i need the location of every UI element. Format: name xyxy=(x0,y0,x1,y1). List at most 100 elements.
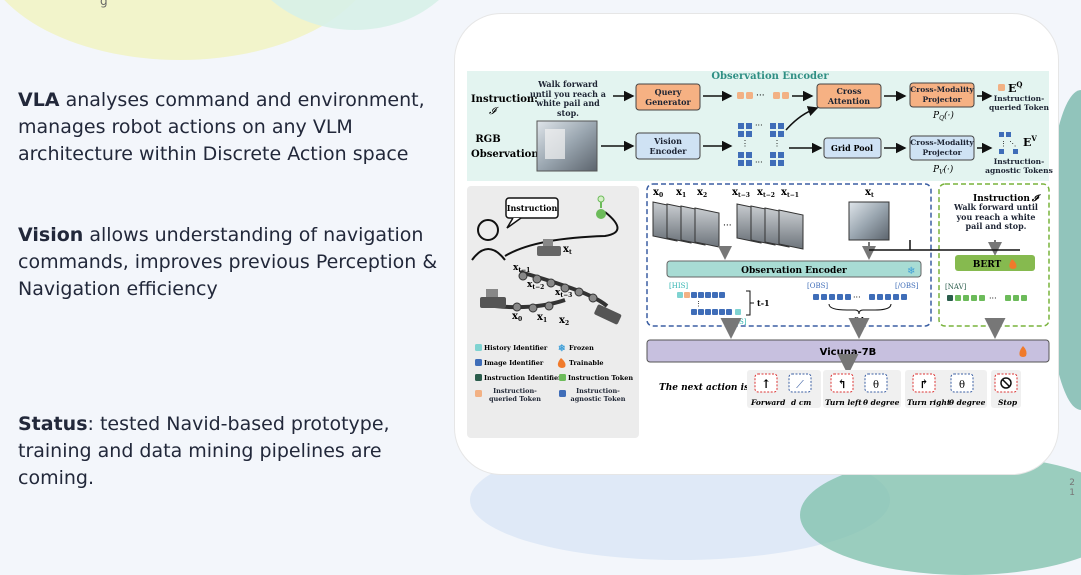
projector-q-label: Cross-Modality Projector xyxy=(910,85,974,104)
bubble-tail xyxy=(506,217,522,229)
instruction-token xyxy=(1005,295,1011,301)
pq-subscript: Q xyxy=(939,115,944,122)
diagram-card: Observation Encoder Instruction: 𝓘 Walk … xyxy=(455,14,1058,474)
action-stop-label: Stop xyxy=(998,398,1018,407)
turn-right-arrow-icon: ↱ xyxy=(919,377,929,391)
robot-xt3-symbol: x xyxy=(555,288,561,298)
projector-v-label: Cross-Modality Projector xyxy=(910,138,974,157)
robot-trajectory-panel xyxy=(467,186,639,438)
legend-swatch-agnostic xyxy=(559,390,566,397)
vision-token xyxy=(738,152,744,158)
user-head-icon xyxy=(477,219,499,241)
stop-icon-slash xyxy=(1001,378,1011,388)
waypoint xyxy=(574,287,584,297)
trajectory-waypoints xyxy=(512,271,598,313)
vision-encoder-label-box: Vision Encoder xyxy=(649,136,686,156)
robot-body xyxy=(594,304,622,325)
obs-tag: [OBS] xyxy=(807,282,828,290)
turn-right-icon-box xyxy=(912,373,936,393)
x0-subscript: 0 xyxy=(659,192,663,199)
frame-x2-label: x2 xyxy=(697,187,707,199)
x0-symbol: x xyxy=(653,187,660,198)
observation-token xyxy=(893,294,899,300)
observation-token xyxy=(869,294,875,300)
legend-queried: Instruction-queried Token xyxy=(488,387,542,403)
history-frames: ··· xyxy=(652,201,890,250)
query-token xyxy=(782,92,789,99)
robot-xt2-label: xt−2 xyxy=(527,280,544,291)
frame-xt1-label: xt−1 xyxy=(781,187,799,199)
goal-path xyxy=(504,211,619,257)
snowflake-icon: ❄ xyxy=(558,344,566,354)
xt1-subscript: t−1 xyxy=(787,192,799,199)
legend-swatch-instruction-token xyxy=(559,374,566,381)
instruction-agnostic-box: Instruction-agnostic Tokens xyxy=(985,157,1053,175)
robot-x2-symbol: x xyxy=(559,315,566,326)
cross-attention-label: Cross Attention xyxy=(827,86,871,106)
history-token xyxy=(698,309,704,315)
projector-q-label-box: Cross-Modality Projector xyxy=(910,85,974,104)
ev-token xyxy=(1006,132,1011,137)
legend-agnostic-box: Instruction-agnostic Token xyxy=(571,387,626,403)
eq-token xyxy=(998,84,1005,91)
pq-suffix: (·) xyxy=(944,110,954,121)
stop-icon xyxy=(1000,377,1012,389)
legend-frozen: Frozen xyxy=(569,344,594,352)
robot-head xyxy=(486,289,498,297)
history-token xyxy=(677,292,683,298)
xt3-symbol: x xyxy=(732,187,739,198)
observation-token xyxy=(845,294,851,300)
ellipsis: ··· xyxy=(755,121,763,130)
action-turn-right-label: Turn right xyxy=(907,398,951,407)
frame-x0-label: x0 xyxy=(653,187,663,199)
status-bold: Status xyxy=(18,413,88,435)
legend-swatch-history xyxy=(475,344,482,351)
ellipsis: ⋮ xyxy=(695,300,702,308)
history-token xyxy=(705,309,711,315)
vision-token xyxy=(738,123,744,129)
ellipsis: ⋮ ⋱ xyxy=(1000,140,1016,148)
snowflake-icon: ❄ xyxy=(907,266,915,277)
current-frame-image xyxy=(848,201,890,241)
robot-xt1-subscript: t−1 xyxy=(518,267,530,274)
history-token xyxy=(698,292,704,298)
action-theta-right-label: θ degree xyxy=(949,398,986,407)
instruction-symbol: 𝓘 xyxy=(489,106,499,117)
query-generator-box xyxy=(635,83,701,111)
robot-x2-subscript: 2 xyxy=(565,320,569,327)
count-64-label: 64 xyxy=(853,315,865,325)
waypoint xyxy=(544,301,554,311)
vla-bold: VLA xyxy=(18,89,60,111)
observation-token xyxy=(837,294,843,300)
cross-attention-label-box: Cross Attention xyxy=(827,86,871,106)
vision-token xyxy=(738,160,744,166)
ev-token xyxy=(999,132,1004,137)
vision-bold: Vision xyxy=(18,224,84,246)
history-token xyxy=(719,292,725,298)
observation-brace xyxy=(828,303,892,315)
observation-token xyxy=(829,294,835,300)
history-token xyxy=(684,292,690,298)
vision-token xyxy=(770,123,776,129)
vision-token-grid: ··· ⋮ ⋮ ··· xyxy=(738,121,784,167)
x2-symbol: x xyxy=(697,187,704,198)
robot-x1-subscript: 1 xyxy=(543,317,547,324)
pv-subscript: V xyxy=(939,169,944,176)
waypoint xyxy=(512,302,522,312)
instruction-token xyxy=(955,295,961,301)
ellipsis: ··· xyxy=(723,221,732,231)
bert-label: BERT xyxy=(973,260,1002,270)
ellipsis: ··· xyxy=(756,91,765,101)
legend-history: History Identifier xyxy=(484,344,548,352)
robot-xt1-label: xt−1 xyxy=(513,263,530,274)
legend: History Identifier Image Identifier Inst… xyxy=(475,344,633,403)
eq-symbol: E xyxy=(1008,82,1016,95)
projector-v-box xyxy=(909,135,975,161)
arrow-grid-to-cross-attention xyxy=(785,106,819,131)
query-token xyxy=(773,92,780,99)
forward-arrow-icon: ↑ xyxy=(761,377,771,391)
waypoint xyxy=(588,293,598,303)
ellipsis: ⋮ xyxy=(741,139,749,148)
legend-image: Image Identifier xyxy=(484,359,544,367)
action-dcm-label: d cm xyxy=(791,398,811,407)
